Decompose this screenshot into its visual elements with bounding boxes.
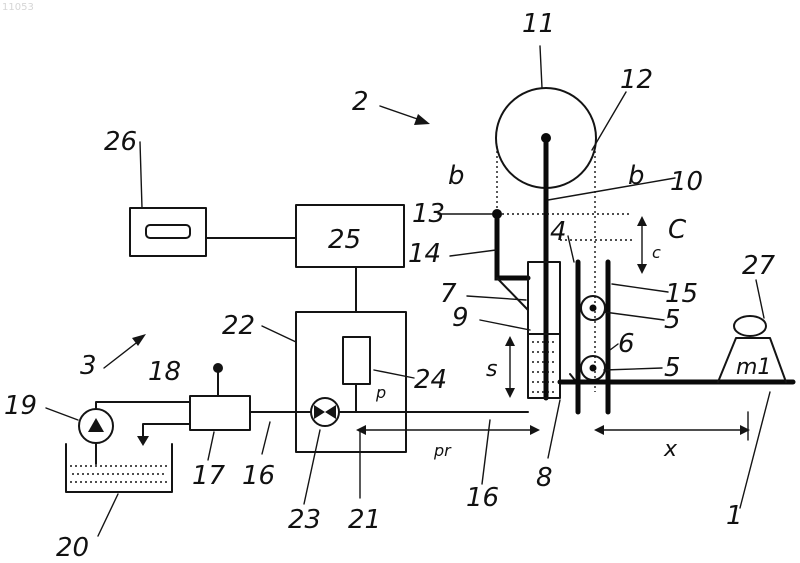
- label-b-right: b: [628, 161, 645, 191]
- label-x: x: [663, 437, 678, 462]
- dimension-c: [637, 216, 647, 274]
- label-20: 20: [56, 533, 89, 563]
- cables-b: [497, 146, 632, 392]
- label-10: 10: [670, 167, 703, 197]
- rollers-5: [570, 296, 605, 384]
- label-21: 21: [348, 505, 381, 535]
- label-13: 13: [412, 199, 445, 229]
- label-18: 18: [148, 357, 181, 387]
- label-c: c: [652, 243, 661, 262]
- label-9: 9: [452, 303, 469, 333]
- label-12: 12: [620, 65, 653, 95]
- label-b-left: b: [448, 161, 465, 191]
- dimension-s: [505, 336, 515, 398]
- controller-22: [296, 312, 406, 452]
- label-m1: m1: [736, 355, 771, 380]
- dimension-pr: [356, 425, 540, 435]
- return-line: [137, 424, 190, 446]
- label-26: 26: [104, 127, 137, 157]
- guide-rails-6: [578, 262, 608, 412]
- label-3: 3: [80, 351, 97, 381]
- label-25: 25: [328, 225, 361, 255]
- label-p: p: [375, 383, 386, 402]
- label-22: 22: [222, 311, 255, 341]
- label-17: 17: [192, 461, 226, 491]
- label-C: C: [668, 215, 687, 245]
- label-11: 11: [522, 9, 555, 39]
- label-14: 14: [408, 239, 441, 269]
- label-16b: 16: [466, 483, 499, 513]
- label-1: 1: [726, 501, 743, 531]
- label-19: 19: [4, 391, 37, 421]
- lever-14: [492, 209, 528, 310]
- sensor-18: [213, 363, 223, 396]
- label-4: 4: [550, 217, 567, 247]
- label-2: 2: [352, 87, 369, 117]
- display-26: [130, 208, 296, 256]
- label-s: s: [486, 357, 497, 382]
- pulley-11: [496, 88, 596, 398]
- label-5b: 5: [664, 353, 681, 383]
- label-23: 23: [288, 505, 321, 535]
- leader-lines: [46, 46, 770, 536]
- label-5a: 5: [664, 305, 681, 335]
- pump-23: [311, 398, 339, 426]
- label-6: 6: [618, 329, 635, 359]
- label-pr: pr: [433, 441, 452, 460]
- control-unit-25: [296, 205, 404, 312]
- label-24: 24: [414, 365, 447, 395]
- watermark: 11053: [2, 2, 34, 13]
- reservoir-20: [66, 444, 172, 492]
- pump-19: [79, 402, 190, 464]
- label-8: 8: [536, 463, 553, 493]
- label-27: 27: [742, 251, 776, 281]
- dimension-x: [594, 412, 750, 440]
- label-16a: 16: [242, 461, 275, 491]
- valve-17: [190, 396, 250, 430]
